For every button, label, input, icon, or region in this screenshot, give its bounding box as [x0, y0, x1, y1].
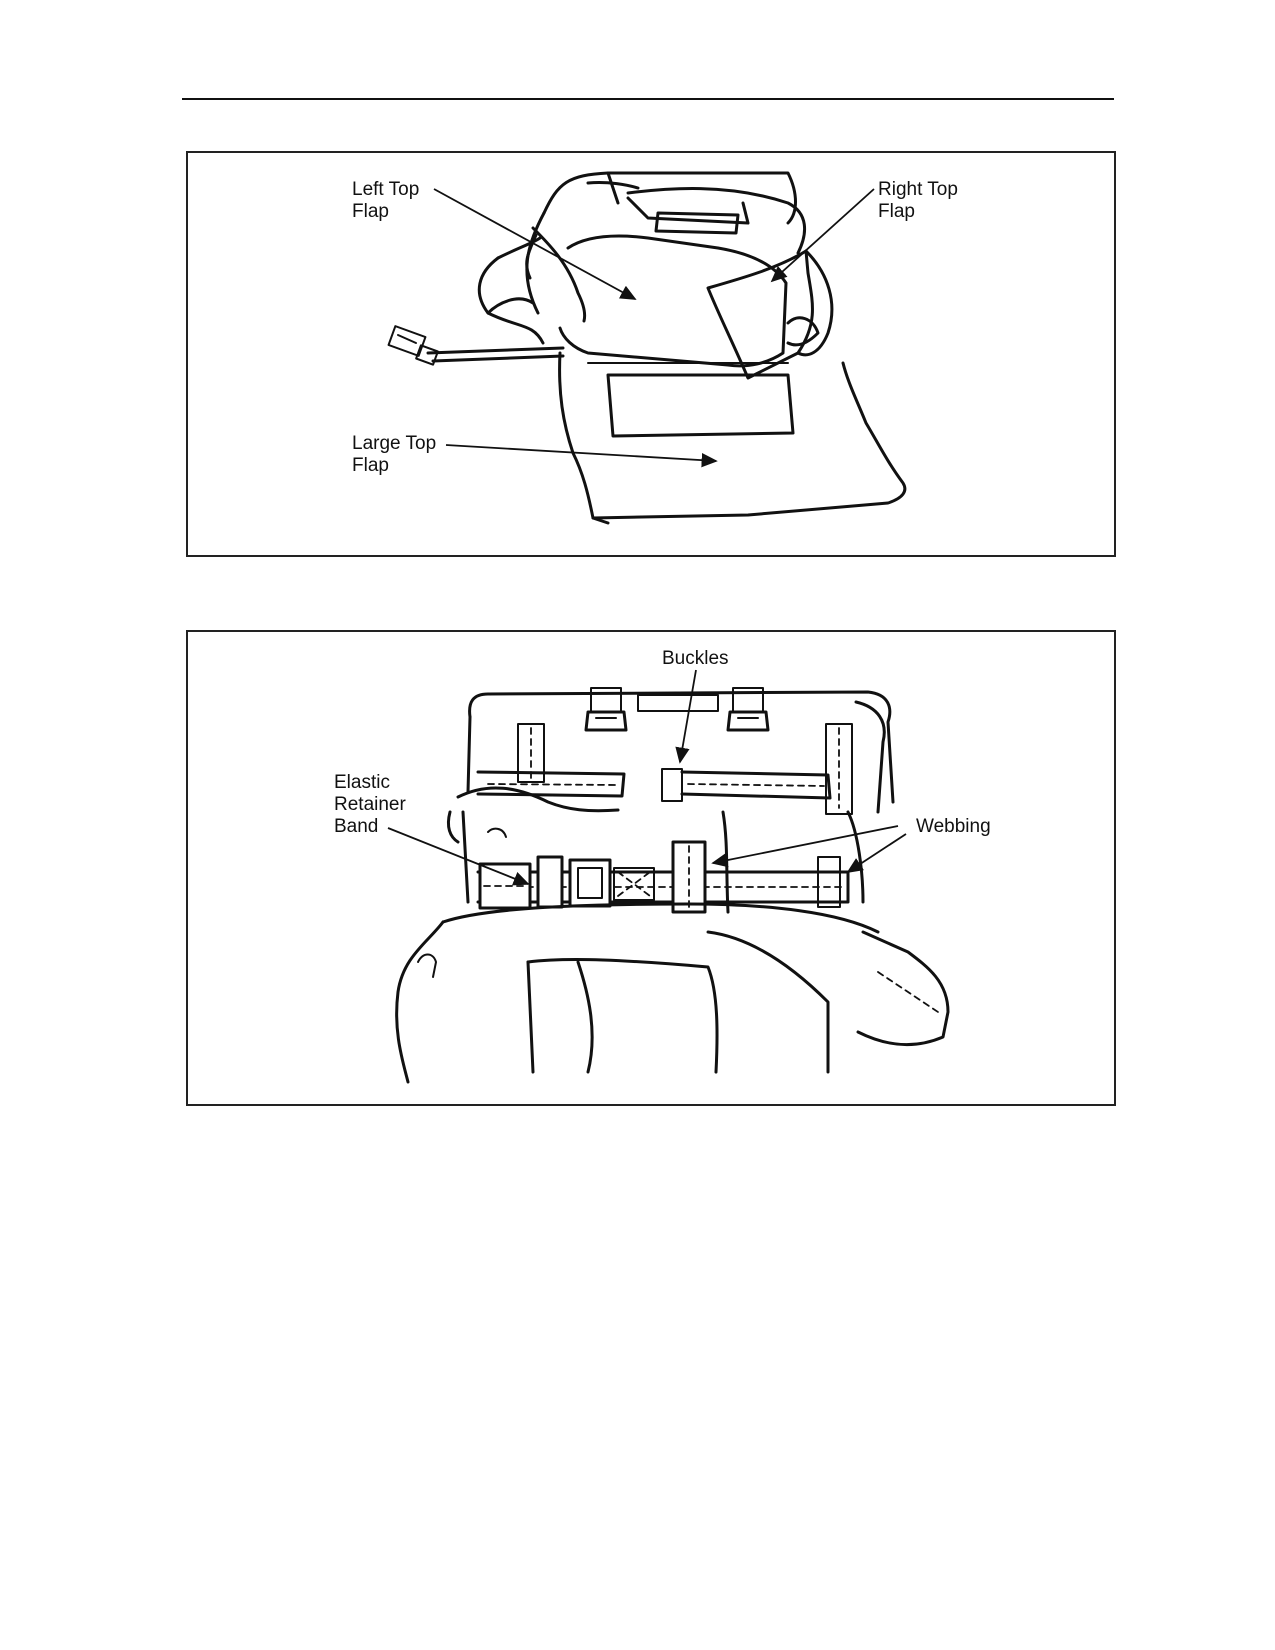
buckles-label: Buckles [662, 648, 729, 669]
figure-top-leaders [433, 188, 875, 468]
rucksack-buckles-drawing [395, 687, 950, 1084]
elastic-retainer-band-label: Elastic Retainer Band [334, 772, 406, 837]
left-top-flap-label: Left Top Flap [352, 179, 420, 222]
elastic-retainer-band-leader [387, 827, 530, 886]
large-top-flap-label: Large Top Flap [352, 433, 437, 476]
figure-buckles-webbing: Buckles Elastic Retainer Band Webbing [186, 630, 1116, 1106]
figure-bottom-leaders [387, 669, 907, 886]
webbing-leader-2 [846, 833, 907, 873]
large-top-flap-leader [445, 444, 718, 468]
rucksack-top-flaps-drawing [387, 171, 907, 525]
header-rule [182, 98, 1114, 100]
left-top-flap-leader [433, 188, 637, 300]
webbing-label: Webbing [916, 816, 991, 837]
figure-top-flaps: Left Top Flap Right Top Flap Large Top F… [186, 151, 1116, 557]
right-top-flap-label: Right Top Flap [878, 179, 958, 222]
webbing-leader-1 [711, 825, 899, 868]
buckles-leader [675, 669, 697, 764]
right-top-flap-leader [770, 188, 875, 283]
